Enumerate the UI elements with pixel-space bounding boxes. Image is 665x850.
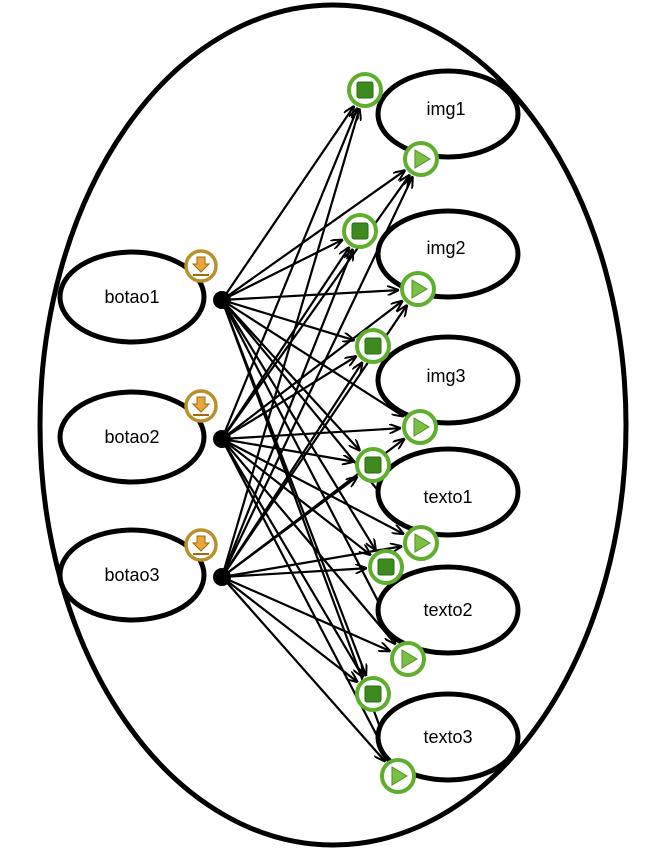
download-icon[interactable] [184, 249, 218, 283]
outer-container-ellipse [37, 2, 629, 848]
sources-layer: botao1 botao2 botao3 [57, 249, 231, 623]
target-node-img3[interactable]: img3 [355, 328, 521, 445]
target-ellipse [375, 334, 521, 426]
edge-botao2-to-texto1-stop [221, 437, 353, 462]
edges-layer [220, 107, 412, 761]
stop-icon[interactable] [355, 328, 391, 364]
source-output-dot[interactable] [213, 568, 231, 586]
target-label: img1 [426, 99, 465, 119]
source-ellipse [57, 389, 207, 485]
edge-botao3-to-texto3-stop [221, 576, 357, 682]
source-output-dot[interactable] [213, 291, 231, 309]
stop-icon[interactable] [355, 676, 391, 712]
target-ellipse [375, 446, 521, 538]
edge-botao2-to-img1-stop [220, 109, 357, 440]
source-ellipse [57, 249, 207, 345]
edge-botao3-to-img3-stop [221, 363, 362, 578]
edge-botao3-to-img2-stop [220, 250, 353, 578]
edge-botao3-to-texto1-play [221, 546, 401, 579]
target-label: img3 [426, 366, 465, 386]
download-icon[interactable] [184, 528, 218, 562]
edge-botao3-to-texto1-stop [221, 477, 357, 578]
play-icon[interactable] [402, 409, 438, 445]
source-node-botao1[interactable]: botao1 [57, 249, 231, 345]
play-icon[interactable] [390, 641, 426, 677]
stop-icon[interactable] [355, 447, 391, 483]
target-ellipse [375, 564, 521, 656]
play-icon[interactable] [403, 525, 439, 561]
source-node-botao2[interactable]: botao2 [57, 389, 231, 485]
stop-icon[interactable] [347, 72, 383, 108]
target-node-texto1[interactable]: texto1 [355, 446, 521, 561]
source-output-dot[interactable] [213, 430, 231, 448]
edge-botao3-to-img1-stop [220, 109, 359, 578]
edge-botao1-to-img3-stop [221, 298, 354, 340]
edge-botao2-to-texto1-play [221, 438, 403, 534]
edge-botao3-to-texto2-play [221, 575, 390, 651]
target-label: texto2 [423, 600, 472, 620]
edge-botao1-to-texto2-stop [221, 299, 376, 550]
target-label: texto3 [423, 727, 472, 747]
source-label: botao1 [104, 287, 159, 307]
edge-botao1-to-img1-stop [221, 107, 354, 301]
target-node-texto2[interactable]: texto2 [368, 549, 521, 677]
edge-botao2-to-texto2-stop [221, 438, 370, 555]
edge-botao2-to-img2-stop [221, 248, 349, 440]
play-icon[interactable] [400, 271, 436, 307]
target-label: texto1 [423, 487, 472, 507]
stop-icon[interactable] [342, 213, 378, 249]
target-ellipse [375, 691, 521, 783]
source-label: botao2 [104, 427, 159, 447]
target-node-texto3[interactable]: texto3 [355, 676, 521, 794]
edge-botao2-to-img1-play [221, 175, 409, 440]
target-label: img2 [426, 238, 465, 258]
edge-botao1-to-img1-play [221, 171, 405, 301]
source-label: botao3 [104, 565, 159, 585]
source-node-botao3[interactable]: botao3 [57, 527, 231, 623]
edge-botao1-to-img2-stop [221, 240, 342, 301]
edge-botao2-to-img3-play [221, 428, 400, 441]
download-icon[interactable] [184, 389, 218, 423]
edge-botao2-to-texto2-play [221, 438, 395, 644]
edge-botao1-to-img2-play [221, 290, 398, 302]
edge-botao3-to-texto3-play [221, 576, 385, 761]
targets-layer: img1 img2 img3 texto1 texto2 texto3 [342, 68, 521, 794]
edge-botao2-to-img2-play [221, 301, 402, 440]
stop-icon[interactable] [368, 549, 404, 585]
edge-botao2-to-img3-stop [221, 356, 356, 440]
edge-botao1-to-texto1-stop [221, 299, 359, 450]
source-ellipse [57, 527, 207, 623]
play-icon[interactable] [380, 758, 416, 794]
edge-botao1-to-texto2-play [221, 299, 399, 641]
target-node-img1[interactable]: img1 [347, 68, 521, 177]
edge-botao2-to-texto3-play [221, 438, 389, 758]
target-ellipse [375, 68, 521, 160]
edge-botao3-to-texto2-stop [221, 568, 366, 579]
edge-botao1-to-img3-play [221, 299, 403, 416]
edge-botao2-to-texto3-stop [221, 438, 363, 677]
play-icon[interactable] [403, 141, 439, 177]
target-node-img2[interactable]: img2 [342, 208, 521, 307]
